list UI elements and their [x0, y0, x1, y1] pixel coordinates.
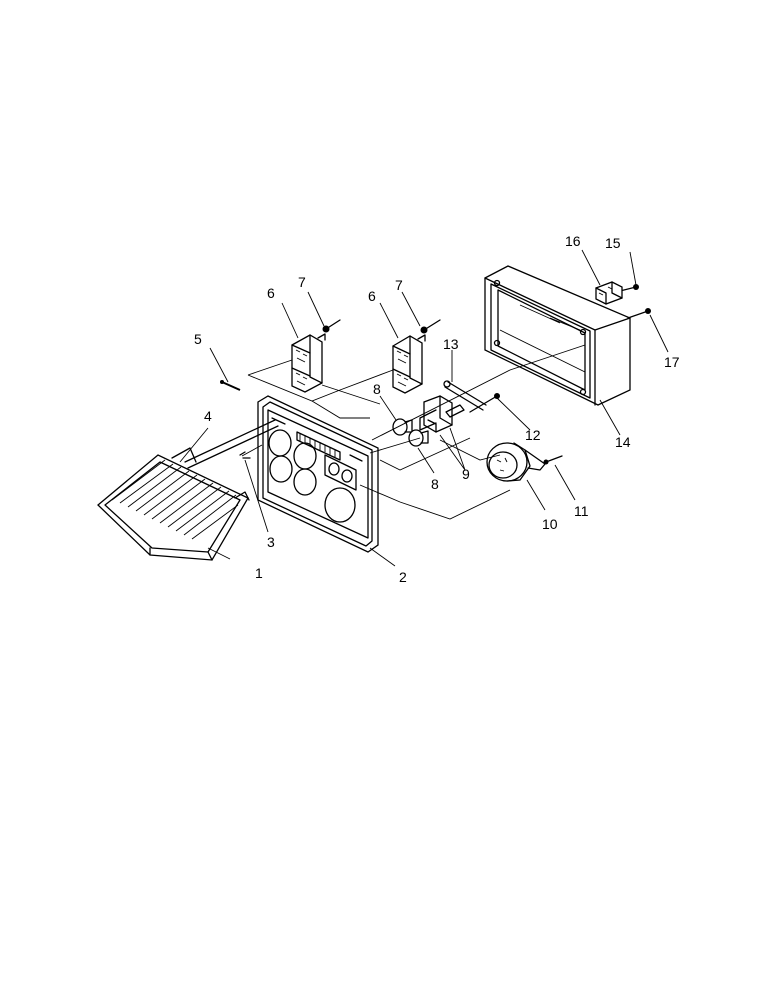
- callouts: 1 2 3 4 5 6 6 7 7 8 8 9 10 11 12 13 14 1…: [194, 233, 680, 585]
- part-receptacle-right: [392, 334, 426, 394]
- part-screw-7-left: [322, 319, 341, 333]
- callout-4: 4: [204, 408, 212, 424]
- callout-12: 12: [525, 427, 541, 443]
- part-screw-12: [469, 393, 500, 413]
- part-screw-7-right: [420, 319, 441, 334]
- callout-3: 3: [267, 534, 275, 550]
- part-hinge-pin: [184, 419, 279, 469]
- callout-17: 17: [664, 354, 680, 370]
- part-receptacle-left: [291, 333, 326, 393]
- part-cover: [97, 447, 250, 561]
- callout-leaders: [179, 249, 669, 567]
- part-screw-15: [619, 284, 639, 292]
- part-screw-17: [627, 308, 651, 319]
- callout-11: 11: [574, 503, 589, 519]
- part-front-panel: [257, 395, 379, 553]
- callout-13: 13: [443, 336, 459, 352]
- callout-16: 16: [565, 233, 581, 249]
- callout-10: 10: [542, 516, 558, 532]
- callout-1: 1: [255, 565, 263, 581]
- part-terminal-block: [595, 281, 623, 305]
- part-switches: [419, 395, 465, 433]
- callout-7-right: 7: [395, 277, 403, 293]
- callout-8-upper: 8: [373, 381, 381, 397]
- callout-9: 9: [462, 466, 470, 482]
- part-twist-lock-receptacle: [486, 442, 546, 482]
- part-screw-5: [220, 380, 241, 391]
- part-screw-11: [543, 455, 563, 465]
- callout-14: 14: [615, 434, 631, 450]
- part-lamp-lower: [408, 429, 429, 447]
- callout-5: 5: [194, 331, 202, 347]
- callout-6-left: 6: [267, 285, 275, 301]
- callout-6-right: 6: [368, 288, 376, 304]
- callout-2: 2: [399, 569, 407, 585]
- callout-15: 15: [605, 235, 621, 251]
- part-gasket: [239, 451, 251, 459]
- part-rear-box: [484, 265, 631, 406]
- callout-7-left: 7: [298, 274, 306, 290]
- wiring: [241, 344, 586, 520]
- part-rod: [443, 380, 487, 411]
- callout-8-lower: 8: [431, 476, 439, 492]
